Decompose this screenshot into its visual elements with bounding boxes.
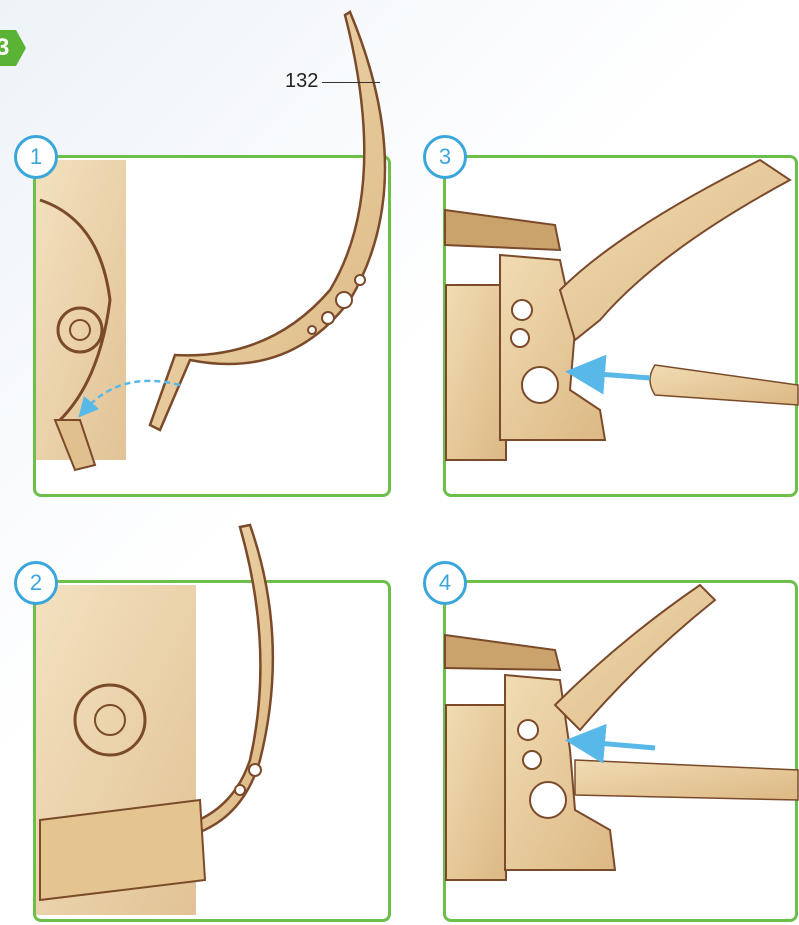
- part-number-label: 132: [285, 70, 318, 93]
- part-132-arc: [150, 12, 385, 430]
- model-side-panel-4: [445, 585, 798, 880]
- panel-number-badge-4: 4: [423, 561, 467, 605]
- model-base-panel-2: [36, 525, 273, 915]
- insert-arrow-panel-4: [585, 742, 655, 748]
- panel-number-badge-1: 1: [14, 135, 58, 179]
- model-side-panel-3: [445, 160, 798, 460]
- model-base-panel-1: [36, 160, 126, 470]
- part-leader-line: [322, 82, 380, 83]
- panel-number-badge-2: 2: [14, 561, 58, 605]
- insert-arrow-panel-3: [585, 373, 650, 378]
- panel-number-badge-3: 3: [423, 135, 467, 179]
